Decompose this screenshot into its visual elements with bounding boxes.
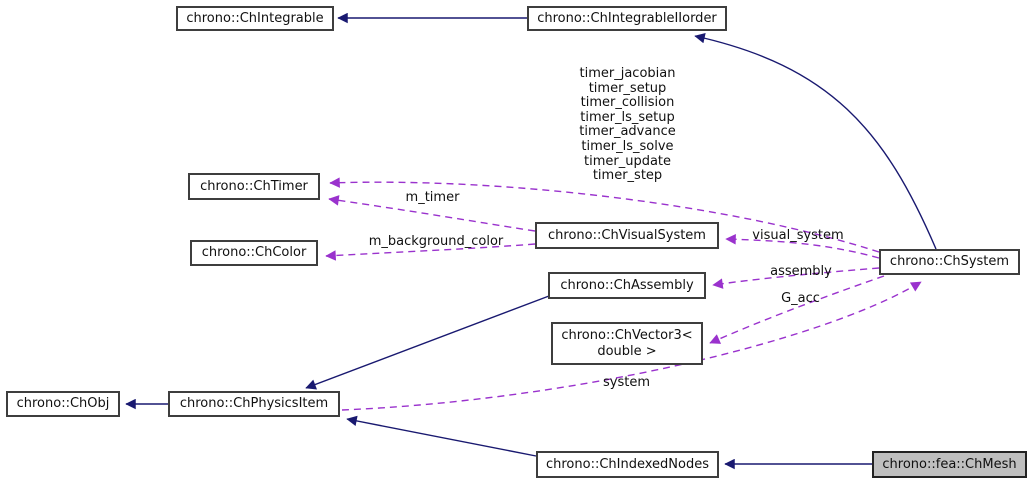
- edge-system-to-assembly: [712, 267, 880, 289]
- node-chrono-fea-chmesh-focus: chrono::fea::ChMesh: [872, 451, 1027, 478]
- edge-assembly-to-physicsitem: [305, 295, 550, 390]
- edge-system-to-timer: [329, 177, 880, 253]
- edge-system-to-integrableIIorder: [694, 32, 937, 250]
- edge-label-m-background-color: m_background_color: [368, 234, 504, 249]
- edge-indexednodes-to-physicsitem: [346, 415, 537, 457]
- edge-label-timer-members: timer_jacobian timer_setup timer_collisi…: [579, 66, 676, 184]
- edge-system-to-vector3: [709, 275, 885, 344]
- node-chrono-chindexednodes[interactable]: chrono::ChIndexedNodes: [536, 451, 719, 478]
- node-chrono-chobj[interactable]: chrono::ChObj: [6, 391, 120, 417]
- edge-label-m-timer: m_timer: [405, 190, 460, 205]
- edge-label-visual-system: visual_system: [752, 228, 844, 243]
- edge-system-to-visualsystem: [725, 234, 880, 259]
- node-chrono-chintegrable[interactable]: chrono::ChIntegrable: [176, 6, 334, 31]
- node-chrono-chvector3-double[interactable]: chrono::ChVector3< double >: [551, 322, 703, 365]
- node-chrono-chintegrableiiorder[interactable]: chrono::ChIntegrableIIorder: [527, 6, 727, 31]
- edge-label-g-acc: G_acc: [781, 291, 820, 306]
- node-chrono-chtimer[interactable]: chrono::ChTimer: [188, 173, 320, 200]
- edge-label-system: system: [603, 375, 650, 390]
- node-chrono-chphysicsitem[interactable]: chrono::ChPhysicsItem: [168, 391, 340, 417]
- edge-visualsystem-to-color: [325, 243, 536, 261]
- node-chrono-chcolor[interactable]: chrono::ChColor: [190, 240, 318, 266]
- edge-label-assembly: assembly: [770, 264, 832, 279]
- node-chrono-chsystem[interactable]: chrono::ChSystem: [879, 249, 1020, 275]
- node-chrono-chassembly[interactable]: chrono::ChAssembly: [548, 272, 706, 299]
- node-chrono-chvisualsystem[interactable]: chrono::ChVisualSystem: [535, 222, 719, 249]
